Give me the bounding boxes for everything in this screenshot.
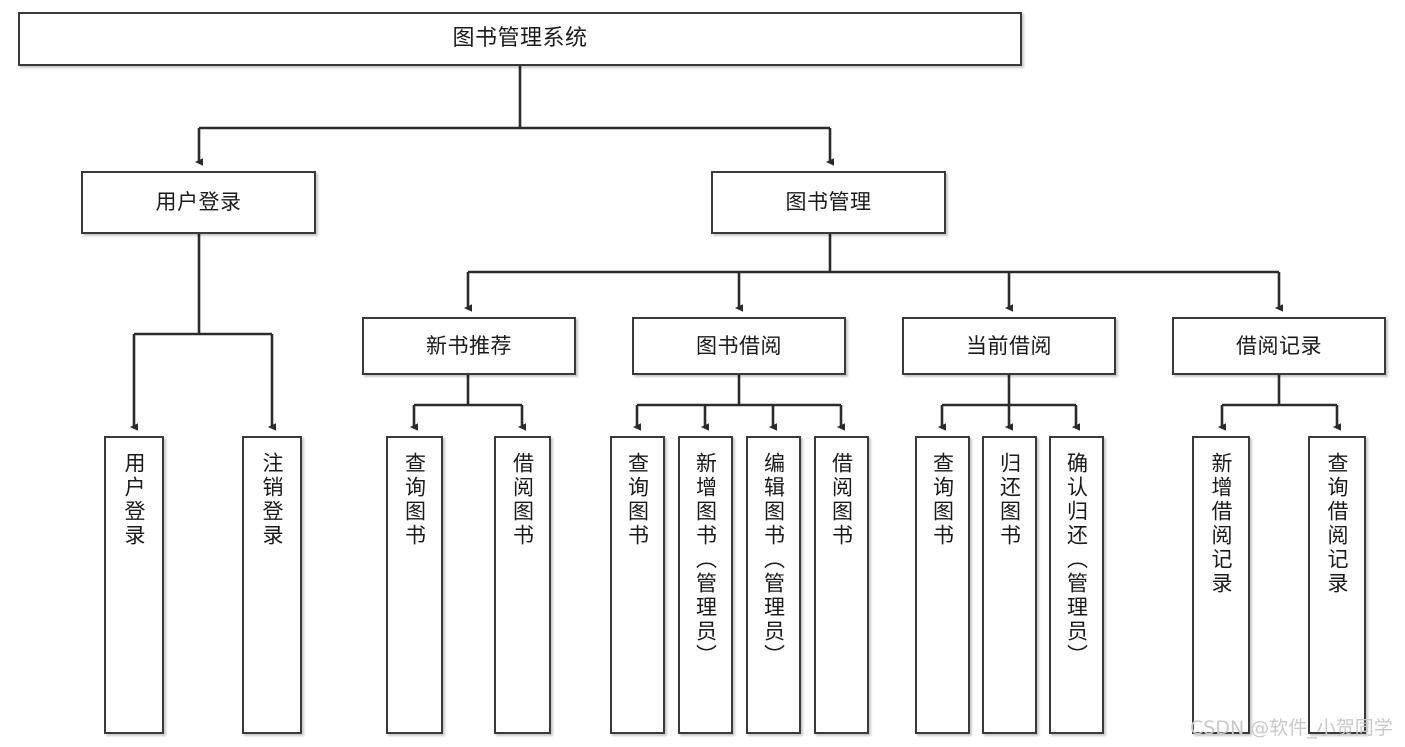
leaf-user-login[interactable]: 用户登录 [104,436,164,734]
leaf-edit-book-admin[interactable]: 编辑图书（管理员） [746,436,801,734]
node-label: 图书借阅 [696,333,782,358]
node-label: 图书管理 [785,190,872,215]
leaf-return-book[interactable]: 归还图书 [982,436,1037,734]
node-book-management[interactable]: 图书管理 [711,171,946,234]
node-label: 借阅记录 [1236,333,1322,358]
node-label: 注销登录 [260,452,285,548]
node-borrow-records[interactable]: 借阅记录 [1172,317,1386,375]
leaf-add-borrow-record[interactable]: 新增借阅记录 [1192,436,1250,734]
node-label: 查询图书 [930,452,955,548]
node-label: 图书管理系统 [452,26,588,52]
leaf-borrow-book[interactable]: 借阅图书 [814,436,869,734]
leaf-query-borrow-record[interactable]: 查询借阅记录 [1308,436,1366,734]
node-label: 归还图书 [997,452,1022,548]
node-label: 新增借阅记录 [1209,452,1234,596]
leaf-query-book-borrow[interactable]: 查询图书 [610,436,665,734]
node-book-borrow[interactable]: 图书借阅 [632,317,846,375]
node-label: 用户登录 [155,190,242,215]
node-root-system[interactable]: 图书管理系统 [18,12,1022,66]
leaf-user-logout[interactable]: 注销登录 [242,436,302,734]
node-user-login[interactable]: 用户登录 [81,171,316,234]
leaf-query-book-recommend[interactable]: 查询图书 [386,436,443,734]
node-label: 查询图书 [625,452,650,548]
node-label: 查询借阅记录 [1325,452,1350,596]
node-label: 确认归还（管理员） [1064,452,1089,668]
node-current-borrow[interactable]: 当前借阅 [902,317,1116,375]
node-label: 新书推荐 [426,333,512,358]
node-new-book-recommend[interactable]: 新书推荐 [362,317,576,375]
leaf-add-book-admin[interactable]: 新增图书（管理员） [678,436,733,734]
csdn-watermark: CSDN @软件_小贺同学 [1190,717,1393,739]
leaf-confirm-return-admin[interactable]: 确认归还（管理员） [1049,436,1104,734]
node-label: 当前借阅 [966,333,1052,358]
node-label: 查询图书 [402,452,427,548]
node-label: 借阅图书 [510,452,535,548]
node-label: 编辑图书（管理员） [761,452,786,668]
node-label: 用户登录 [122,452,147,548]
leaf-query-book-current[interactable]: 查询图书 [915,436,970,734]
node-label: 借阅图书 [829,452,854,548]
node-label: 新增图书（管理员） [693,452,718,668]
leaf-borrow-book-recommend[interactable]: 借阅图书 [494,436,551,734]
